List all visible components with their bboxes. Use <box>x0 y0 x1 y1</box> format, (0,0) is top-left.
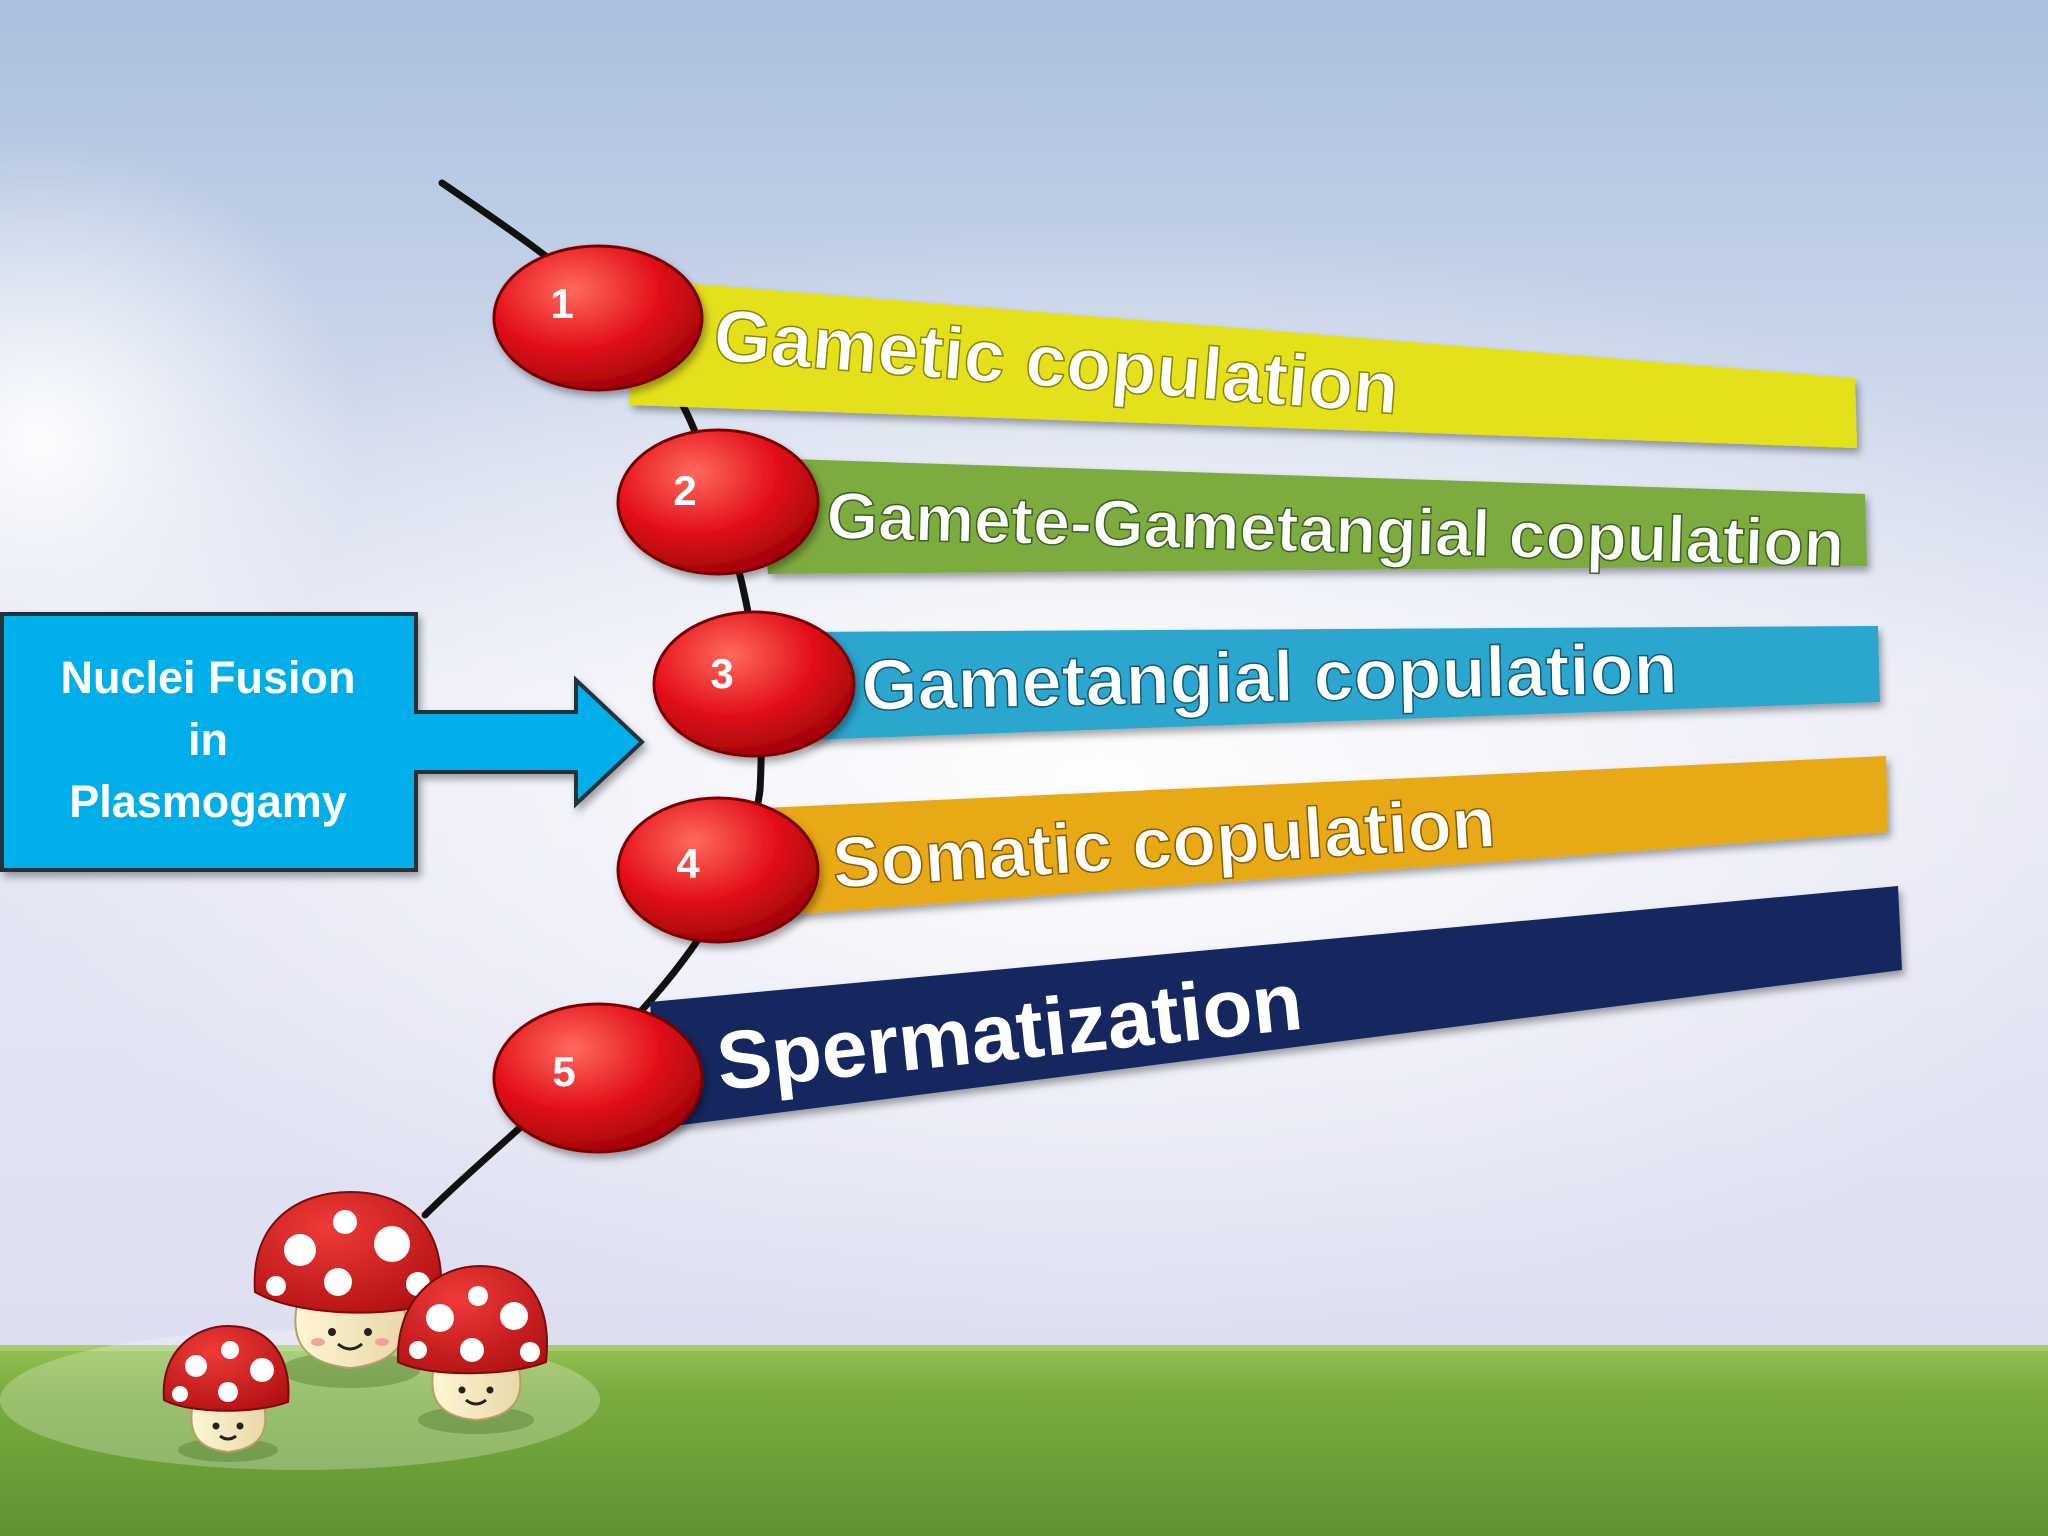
callout-arrow-box <box>0 612 645 872</box>
callout-line-1: Nuclei Fusion <box>60 652 356 703</box>
step-badge-4: 4 <box>616 796 820 944</box>
step-badge-1: 1 <box>492 244 704 392</box>
step-badge-2: 2 <box>616 428 820 576</box>
step-label-3: Gametangial copulation <box>861 629 1679 726</box>
callout-line-3: Plasmogamy <box>69 776 347 827</box>
step-number-1: 1 <box>550 280 573 327</box>
step-bar-1 <box>622 278 1857 448</box>
mushroom-large <box>253 1190 443 1388</box>
step-number-3: 3 <box>710 650 733 697</box>
sky-glow-left <box>0 140 360 740</box>
step-number-2: 2 <box>673 467 696 514</box>
step-number-5: 5 <box>552 1048 575 1095</box>
step-number-4: 4 <box>676 840 700 887</box>
grass-ground <box>0 1345 2048 1536</box>
step-bar-2 <box>760 458 1867 574</box>
callout-text: Nuclei Fusion in Plasmogamy <box>0 612 416 868</box>
callout-line-2: in <box>188 714 228 765</box>
step-bar-4 <box>764 756 1888 916</box>
step-bar-3 <box>798 626 1880 740</box>
mushroom-small <box>162 1324 290 1462</box>
grass-highlight <box>0 1345 2048 1351</box>
step-badge-5: 5 <box>492 1002 704 1154</box>
step-badge-3: 3 <box>652 610 856 758</box>
mushroom-right <box>396 1264 548 1434</box>
step-bar-5 <box>650 886 1902 1128</box>
